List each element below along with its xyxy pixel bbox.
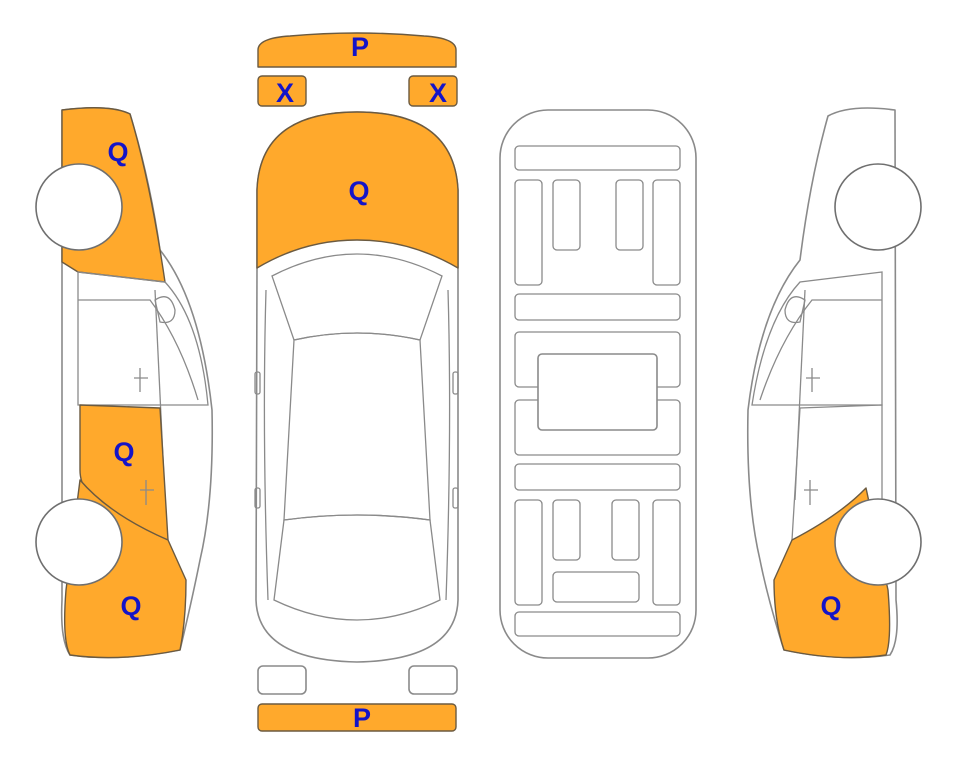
left-side-view bbox=[35, 106, 214, 659]
underbody-front-cell-2 bbox=[615, 179, 644, 251]
top-view bbox=[254, 32, 459, 732]
rear-window bbox=[273, 514, 441, 621]
underbody-view bbox=[499, 109, 697, 659]
hood-label: Q bbox=[348, 176, 369, 206]
right-rear-wheel bbox=[834, 498, 922, 586]
right-headlight-label: X bbox=[429, 78, 447, 108]
right-window-line bbox=[759, 299, 882, 401]
front-bumper-label: P bbox=[351, 32, 369, 62]
underbody-center-plate bbox=[537, 353, 658, 431]
underbody-mid-bar-2 bbox=[514, 463, 681, 491]
underbody-rear-bar bbox=[514, 611, 681, 637]
right-mirror bbox=[452, 371, 459, 395]
right-headlight-panel[interactable] bbox=[408, 75, 458, 107]
left-headlight-label: X bbox=[276, 78, 294, 108]
underbody-rear-cell-2 bbox=[611, 499, 640, 561]
left-rear-wheel bbox=[35, 498, 123, 586]
right-side-mirror bbox=[784, 296, 806, 324]
left-window-line bbox=[78, 299, 199, 401]
right-rear-quarter-label: Q bbox=[820, 591, 841, 621]
left-side-line bbox=[263, 289, 269, 601]
left-headlight-panel[interactable] bbox=[257, 75, 307, 107]
left-rear-door-label: Q bbox=[113, 437, 134, 467]
left-rear-quarter-label: Q bbox=[120, 591, 141, 621]
front-bumper-panel[interactable] bbox=[257, 32, 457, 68]
right-taillight-panel[interactable] bbox=[408, 665, 458, 695]
left-front-handle bbox=[134, 368, 148, 392]
left-mirror bbox=[254, 371, 261, 395]
underbody-rear-left bbox=[514, 499, 543, 606]
underbody-front-cell-1 bbox=[552, 179, 581, 251]
left-rear-handle bbox=[140, 480, 154, 505]
right-side-line bbox=[445, 289, 451, 601]
underbody-front-bar bbox=[514, 145, 681, 171]
left-taillight-panel[interactable] bbox=[257, 665, 307, 695]
right-front-door[interactable] bbox=[751, 271, 883, 406]
rear-bumper-panel[interactable] bbox=[257, 703, 457, 732]
left-rear-handle bbox=[254, 487, 261, 509]
rear-bumper-label: P bbox=[353, 703, 371, 733]
underbody-front-left bbox=[514, 179, 543, 286]
right-rear-handle bbox=[452, 487, 459, 509]
underbody-rear-cell-1 bbox=[552, 499, 581, 561]
underbody-mid-bar-1 bbox=[514, 293, 681, 321]
right-front-wheel bbox=[834, 163, 922, 251]
hood-panel[interactable] bbox=[256, 111, 459, 269]
damage-labels: P X X Q Q Q Q Q P bbox=[107, 32, 841, 733]
right-front-handle bbox=[806, 368, 820, 392]
underbody-front-right bbox=[652, 179, 681, 286]
left-front-fender-label: Q bbox=[107, 137, 128, 167]
underbody-rear-right bbox=[652, 499, 681, 606]
right-rear-handle bbox=[804, 480, 818, 505]
left-front-door[interactable] bbox=[77, 271, 209, 406]
left-front-wheel bbox=[35, 163, 123, 251]
underbody-rear-cross bbox=[552, 571, 640, 603]
right-side-view bbox=[746, 107, 922, 659]
left-side-mirror bbox=[154, 296, 176, 324]
